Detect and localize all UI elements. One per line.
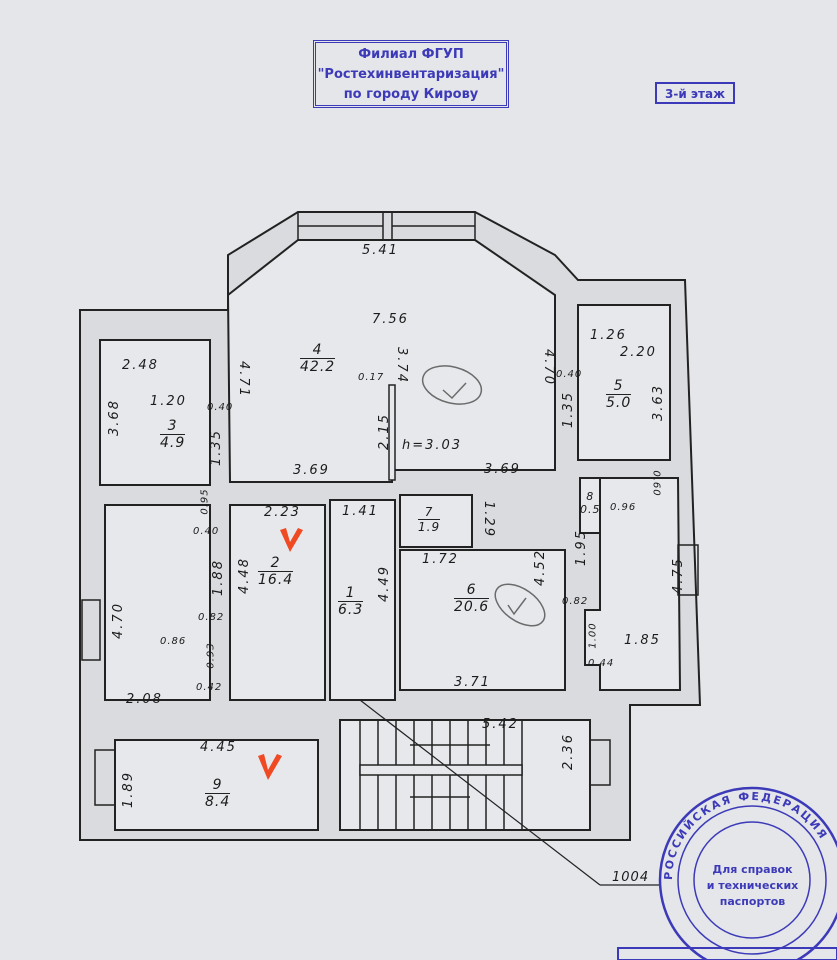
dimension: 4.48 <box>236 557 252 594</box>
organization-stamp: Филиал ФГУП "Ростехинвентаризация" по го… <box>313 40 509 108</box>
dimension: 2.36 <box>560 733 576 770</box>
dimension: 3.69 <box>484 462 521 477</box>
dimension: 0.40 <box>207 402 234 413</box>
dimension: 1.95 <box>573 529 589 566</box>
dimension: 1.41 <box>342 504 379 519</box>
seal-line: и технических <box>706 879 799 892</box>
seal-line: Для справок <box>712 863 793 876</box>
seal-center-text: Для справок и технических паспортов <box>700 862 805 910</box>
dimension: 2.48 <box>122 358 159 373</box>
dimension: 1.88 <box>210 559 226 596</box>
room-9-outline <box>114 739 319 831</box>
dimension: 5.42 <box>482 717 519 732</box>
dimension: 0.82 <box>562 596 589 607</box>
dimension: 2.08 <box>126 692 163 707</box>
leader-line <box>359 699 601 886</box>
dimension: 3.63 <box>650 384 666 421</box>
red-check-mark <box>280 528 303 552</box>
pencil-check-mark <box>494 583 546 627</box>
dimension: 1.00 <box>587 622 599 649</box>
dimension: 0.96 <box>610 502 637 513</box>
pencil-check-mark <box>421 365 483 405</box>
dimension: 0.82 <box>198 612 225 623</box>
dimension: 4.52 <box>532 549 548 586</box>
dimension: 4.49 <box>376 565 392 602</box>
dimension: 2.15 <box>376 413 392 450</box>
dimension: 0.40 <box>556 369 583 380</box>
dimension: 4.70 <box>540 349 556 386</box>
floor-stamp: 3-й этаж <box>655 82 735 104</box>
window <box>94 749 116 806</box>
stair-steps <box>359 720 523 830</box>
window <box>81 599 101 661</box>
handwritten-annotation: 1004 <box>612 870 650 885</box>
dimension: 0.60 <box>650 470 662 497</box>
window <box>589 739 611 786</box>
red-check-mark <box>258 754 282 780</box>
dimension: 0.95 <box>199 488 211 515</box>
round-seal <box>658 786 837 960</box>
room-2-outline <box>229 504 326 701</box>
stamp-line: по городу Кирову <box>343 87 479 102</box>
corridor-left-outline <box>104 504 211 701</box>
room-7-outline <box>399 494 473 548</box>
dimension: 0.44 <box>588 658 615 669</box>
dimension: 3.74 <box>393 347 409 384</box>
room-5-outline <box>577 304 671 461</box>
stamp-line: Филиал ФГУП <box>358 47 464 62</box>
dimension: 1.35 <box>208 429 224 466</box>
room-1-outline <box>329 499 396 701</box>
room-3-outline <box>99 339 211 486</box>
seal-line: паспортов <box>719 895 786 908</box>
dimension: 0.42 <box>196 682 223 693</box>
dimension: 3.68 <box>106 399 122 436</box>
room-6-outline <box>399 549 566 691</box>
dimension: 0.93 <box>205 642 217 669</box>
dimension: 4.45 <box>200 740 237 755</box>
dimension: 4.75 <box>670 557 686 594</box>
dimension: 0.40 <box>193 526 220 537</box>
dimension: 2.23 <box>264 505 301 520</box>
dimension: 1.29 <box>480 501 496 538</box>
dimension: 3.69 <box>293 463 330 478</box>
window <box>677 544 699 596</box>
dimension: 4.71 <box>235 361 251 398</box>
dimension: 0.86 <box>160 636 187 647</box>
dimension: 1.20 <box>150 394 187 409</box>
dimension: 2.20 <box>620 345 657 360</box>
ceiling-height-label: h=3.03 <box>402 438 463 453</box>
dimension: 5.41 <box>362 243 399 258</box>
dimension: 3.71 <box>454 675 491 690</box>
dimension: 1.85 <box>624 633 661 648</box>
dimension: 1.72 <box>422 552 459 567</box>
dimension: 7.56 <box>372 312 409 327</box>
dimension: 1.26 <box>590 328 627 343</box>
dimension: 1.89 <box>120 771 136 808</box>
stamp-line: "Ростехинвентаризация" <box>317 67 505 82</box>
dimension: 4.70 <box>110 602 126 639</box>
dimension: 0.17 <box>358 372 385 383</box>
dimension: 1.35 <box>560 391 576 428</box>
